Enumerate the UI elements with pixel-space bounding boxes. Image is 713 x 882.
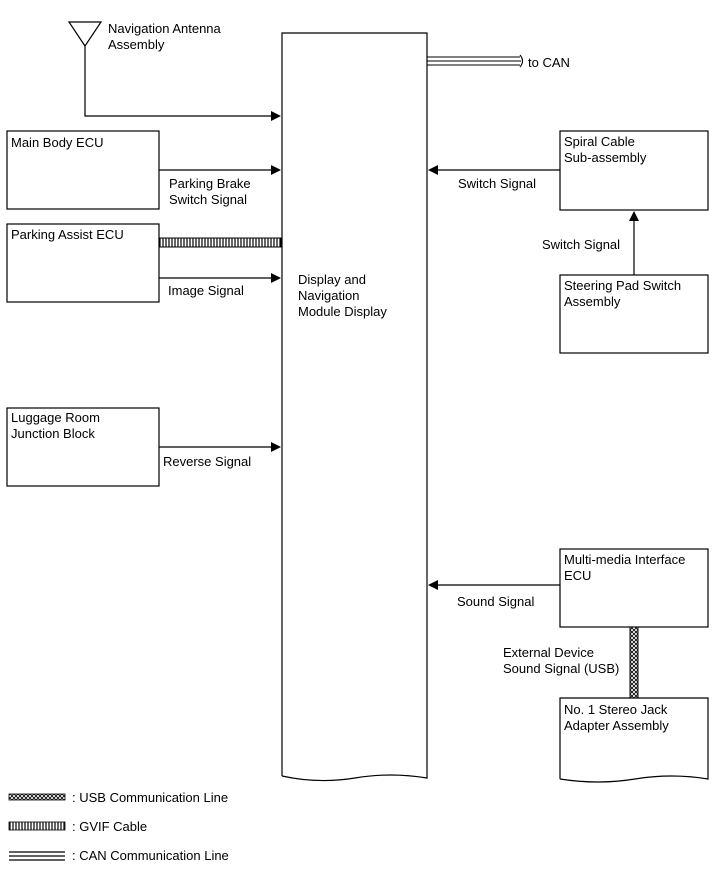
antenna-label: Navigation Antenna Assembly bbox=[108, 21, 221, 52]
spiral-cable-label: Spiral Cable Sub-assembly bbox=[564, 134, 647, 165]
parking-brake-signal-label: Parking Brake Switch Signal bbox=[169, 176, 251, 207]
luggage-room-label: Luggage Room Junction Block bbox=[11, 410, 100, 441]
parking-assist-ecu-label: Parking Assist ECU bbox=[11, 227, 124, 242]
stereo-jack-label: No. 1 Stereo Jack Adapter Assembly bbox=[564, 702, 669, 733]
legend-can-label: : CAN Communication Line bbox=[72, 848, 229, 863]
usb-line bbox=[629, 626, 639, 699]
parking-assist-ecu-box bbox=[6, 223, 160, 303]
legend-gvif-symbol bbox=[8, 821, 66, 831]
can-line bbox=[427, 54, 524, 68]
to-can-label: to CAN bbox=[528, 55, 570, 70]
legend-gvif-label: : GVIF Cable bbox=[72, 819, 148, 834]
gvif-cable bbox=[158, 237, 282, 248]
main-body-ecu-label: Main Body ECU bbox=[11, 135, 104, 150]
image-signal-label: Image Signal bbox=[168, 283, 244, 298]
legend-usb-symbol bbox=[8, 793, 66, 801]
display-module-label: Display and Navigation Module Display bbox=[298, 272, 387, 319]
external-sound-signal-label: External Device Sound Signal (USB) bbox=[503, 645, 620, 676]
antenna-icon bbox=[67, 21, 272, 117]
legend-usb-label: : USB Communication Line bbox=[72, 790, 229, 805]
display-module-box bbox=[281, 32, 428, 782]
steering-pad-label: Steering Pad Switch Assembly bbox=[564, 278, 682, 309]
stereo-jack-box bbox=[559, 697, 709, 783]
multimedia-ecu-label: Multi-media Interface ECU bbox=[564, 552, 686, 583]
reverse-signal-label: Reverse Signal bbox=[163, 454, 252, 469]
switch-signal-steering-label: Switch Signal bbox=[542, 237, 621, 252]
sound-signal-label: Sound Signal bbox=[457, 594, 535, 609]
switch-signal-spiral-label: Switch Signal bbox=[458, 176, 537, 191]
